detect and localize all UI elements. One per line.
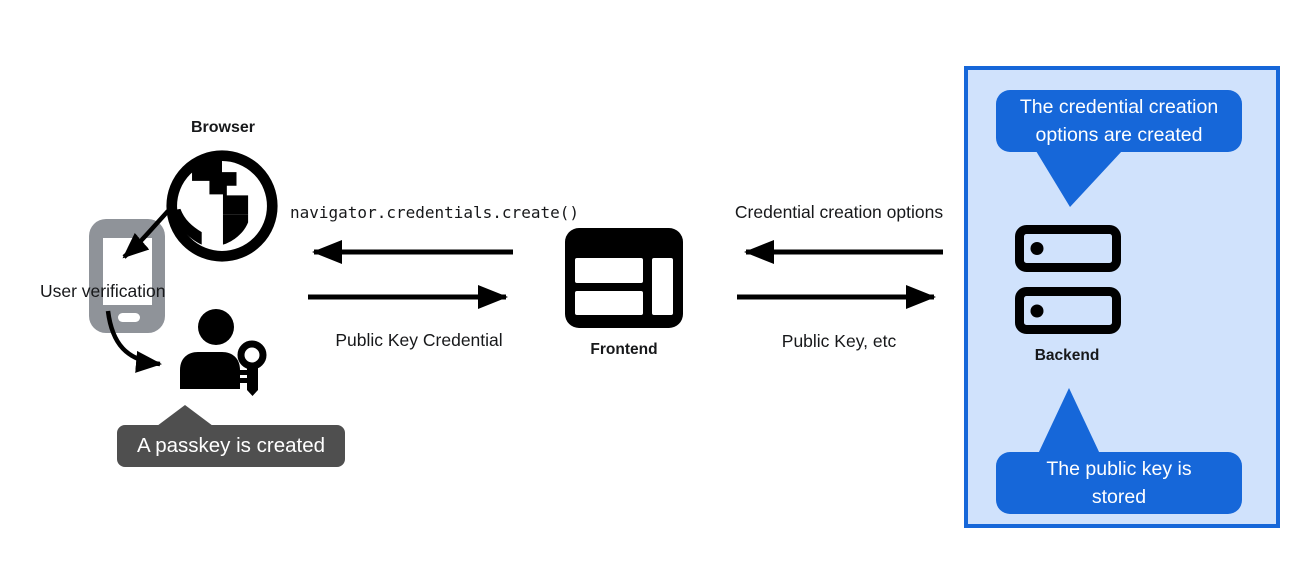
server-icon	[1015, 225, 1121, 334]
middle-flow-arrows	[308, 240, 513, 309]
public-key-credential-label: Public Key Credential	[335, 330, 503, 350]
callout-credential-options-created: The credential creation options are crea…	[996, 90, 1242, 152]
callout-top-pointer	[1036, 151, 1122, 207]
backend-panel: The credential creation options are crea…	[964, 66, 1280, 528]
left-curved-arrows	[105, 209, 170, 373]
passkey-tooltip-pointer	[157, 405, 213, 426]
backend-label: Backend	[1034, 347, 1100, 364]
globe-icon	[166, 150, 278, 262]
right-flow-arrows	[737, 240, 943, 309]
credential-creation-options-label: Credential creation options	[734, 202, 944, 222]
user-verification-label: User verification	[40, 281, 166, 301]
browser-label: Browser	[190, 119, 256, 136]
person-key-icon	[180, 309, 267, 396]
public-key-etc-label: Public Key, etc	[781, 331, 897, 351]
callout-public-key-stored: The public key is stored	[996, 452, 1242, 514]
callout-bottom-pointer	[1038, 388, 1100, 454]
frontend-icon	[565, 228, 683, 328]
credentials-create-code-label: navigator.credentials.create()	[290, 203, 579, 222]
passkey-tooltip: A passkey is created	[117, 425, 345, 467]
frontend-label: Frontend	[590, 341, 658, 358]
